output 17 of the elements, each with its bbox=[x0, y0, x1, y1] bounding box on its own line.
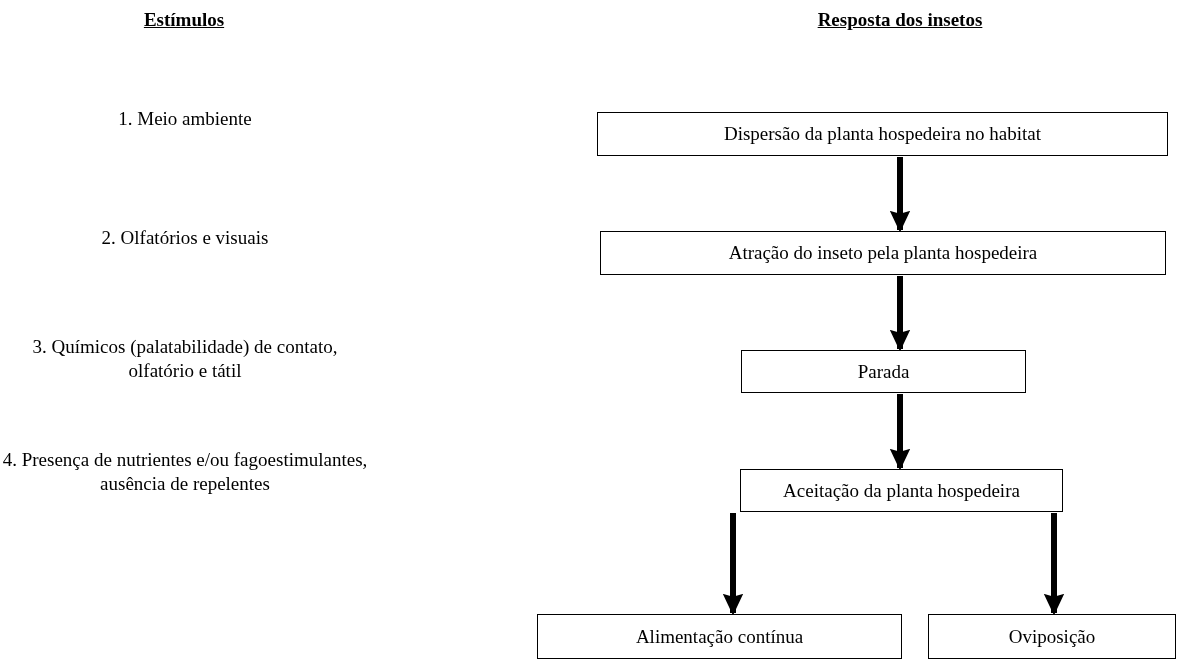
column-heading: Resposta dos insetos bbox=[816, 8, 984, 32]
process-box: Atração do inseto pela planta hospedeira bbox=[600, 231, 1166, 275]
arrow bbox=[889, 394, 911, 471]
process-box: Dispersão da planta hospedeira no habitat bbox=[597, 112, 1168, 156]
process-box: Oviposição bbox=[928, 614, 1176, 659]
arrow bbox=[889, 276, 911, 352]
stimulus-text: 2. Olfatórios e visuais bbox=[100, 226, 270, 250]
process-box: Aceitação da planta hospedeira bbox=[740, 469, 1063, 512]
column-heading: Estímulos bbox=[142, 8, 226, 32]
arrow bbox=[889, 157, 911, 233]
arrow bbox=[722, 513, 744, 616]
process-box: Alimentação contínua bbox=[537, 614, 902, 659]
stimulus-text: 4. Presença de nutrientes e/ou fagoestimulantes, ausência de repelentes bbox=[1, 448, 369, 496]
stimulus-text: 3. Químicos (palatabilidade) de contato, olfatório e tátil bbox=[31, 335, 339, 383]
stimulus-text: 1. Meio ambiente bbox=[117, 107, 253, 131]
arrow bbox=[1043, 513, 1065, 616]
process-box: Parada bbox=[741, 350, 1026, 393]
